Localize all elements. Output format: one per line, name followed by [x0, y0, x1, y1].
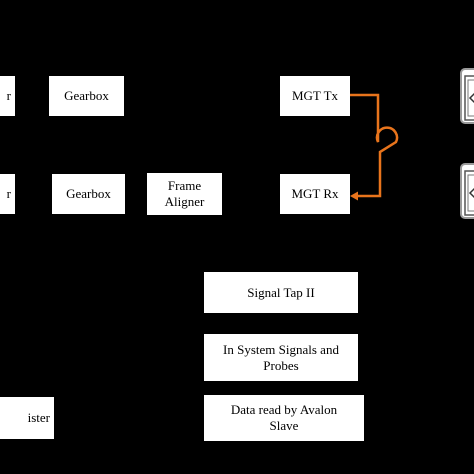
sfp-connector-icon [460, 163, 474, 219]
mgt-tx-block: MGT Tx [280, 76, 350, 116]
in-system-signals-probes-block: In System Signals and Probes [204, 334, 358, 381]
avalon-slave-block: Data read by Avalon Slave [204, 395, 364, 441]
left-cut-block-top: r [0, 76, 15, 116]
mgt-rx-block: MGT Rx [280, 174, 350, 214]
register-block: ister [0, 397, 54, 439]
frame-aligner-block: Frame Aligner [147, 173, 222, 215]
signal-tap-block: Signal Tap II [204, 272, 358, 313]
gearbox-block-top: Gearbox [49, 76, 124, 116]
left-cut-block-bottom: r [0, 174, 15, 214]
sfp-connector-icon [460, 68, 474, 124]
gearbox-block-bottom: Gearbox [52, 174, 125, 214]
